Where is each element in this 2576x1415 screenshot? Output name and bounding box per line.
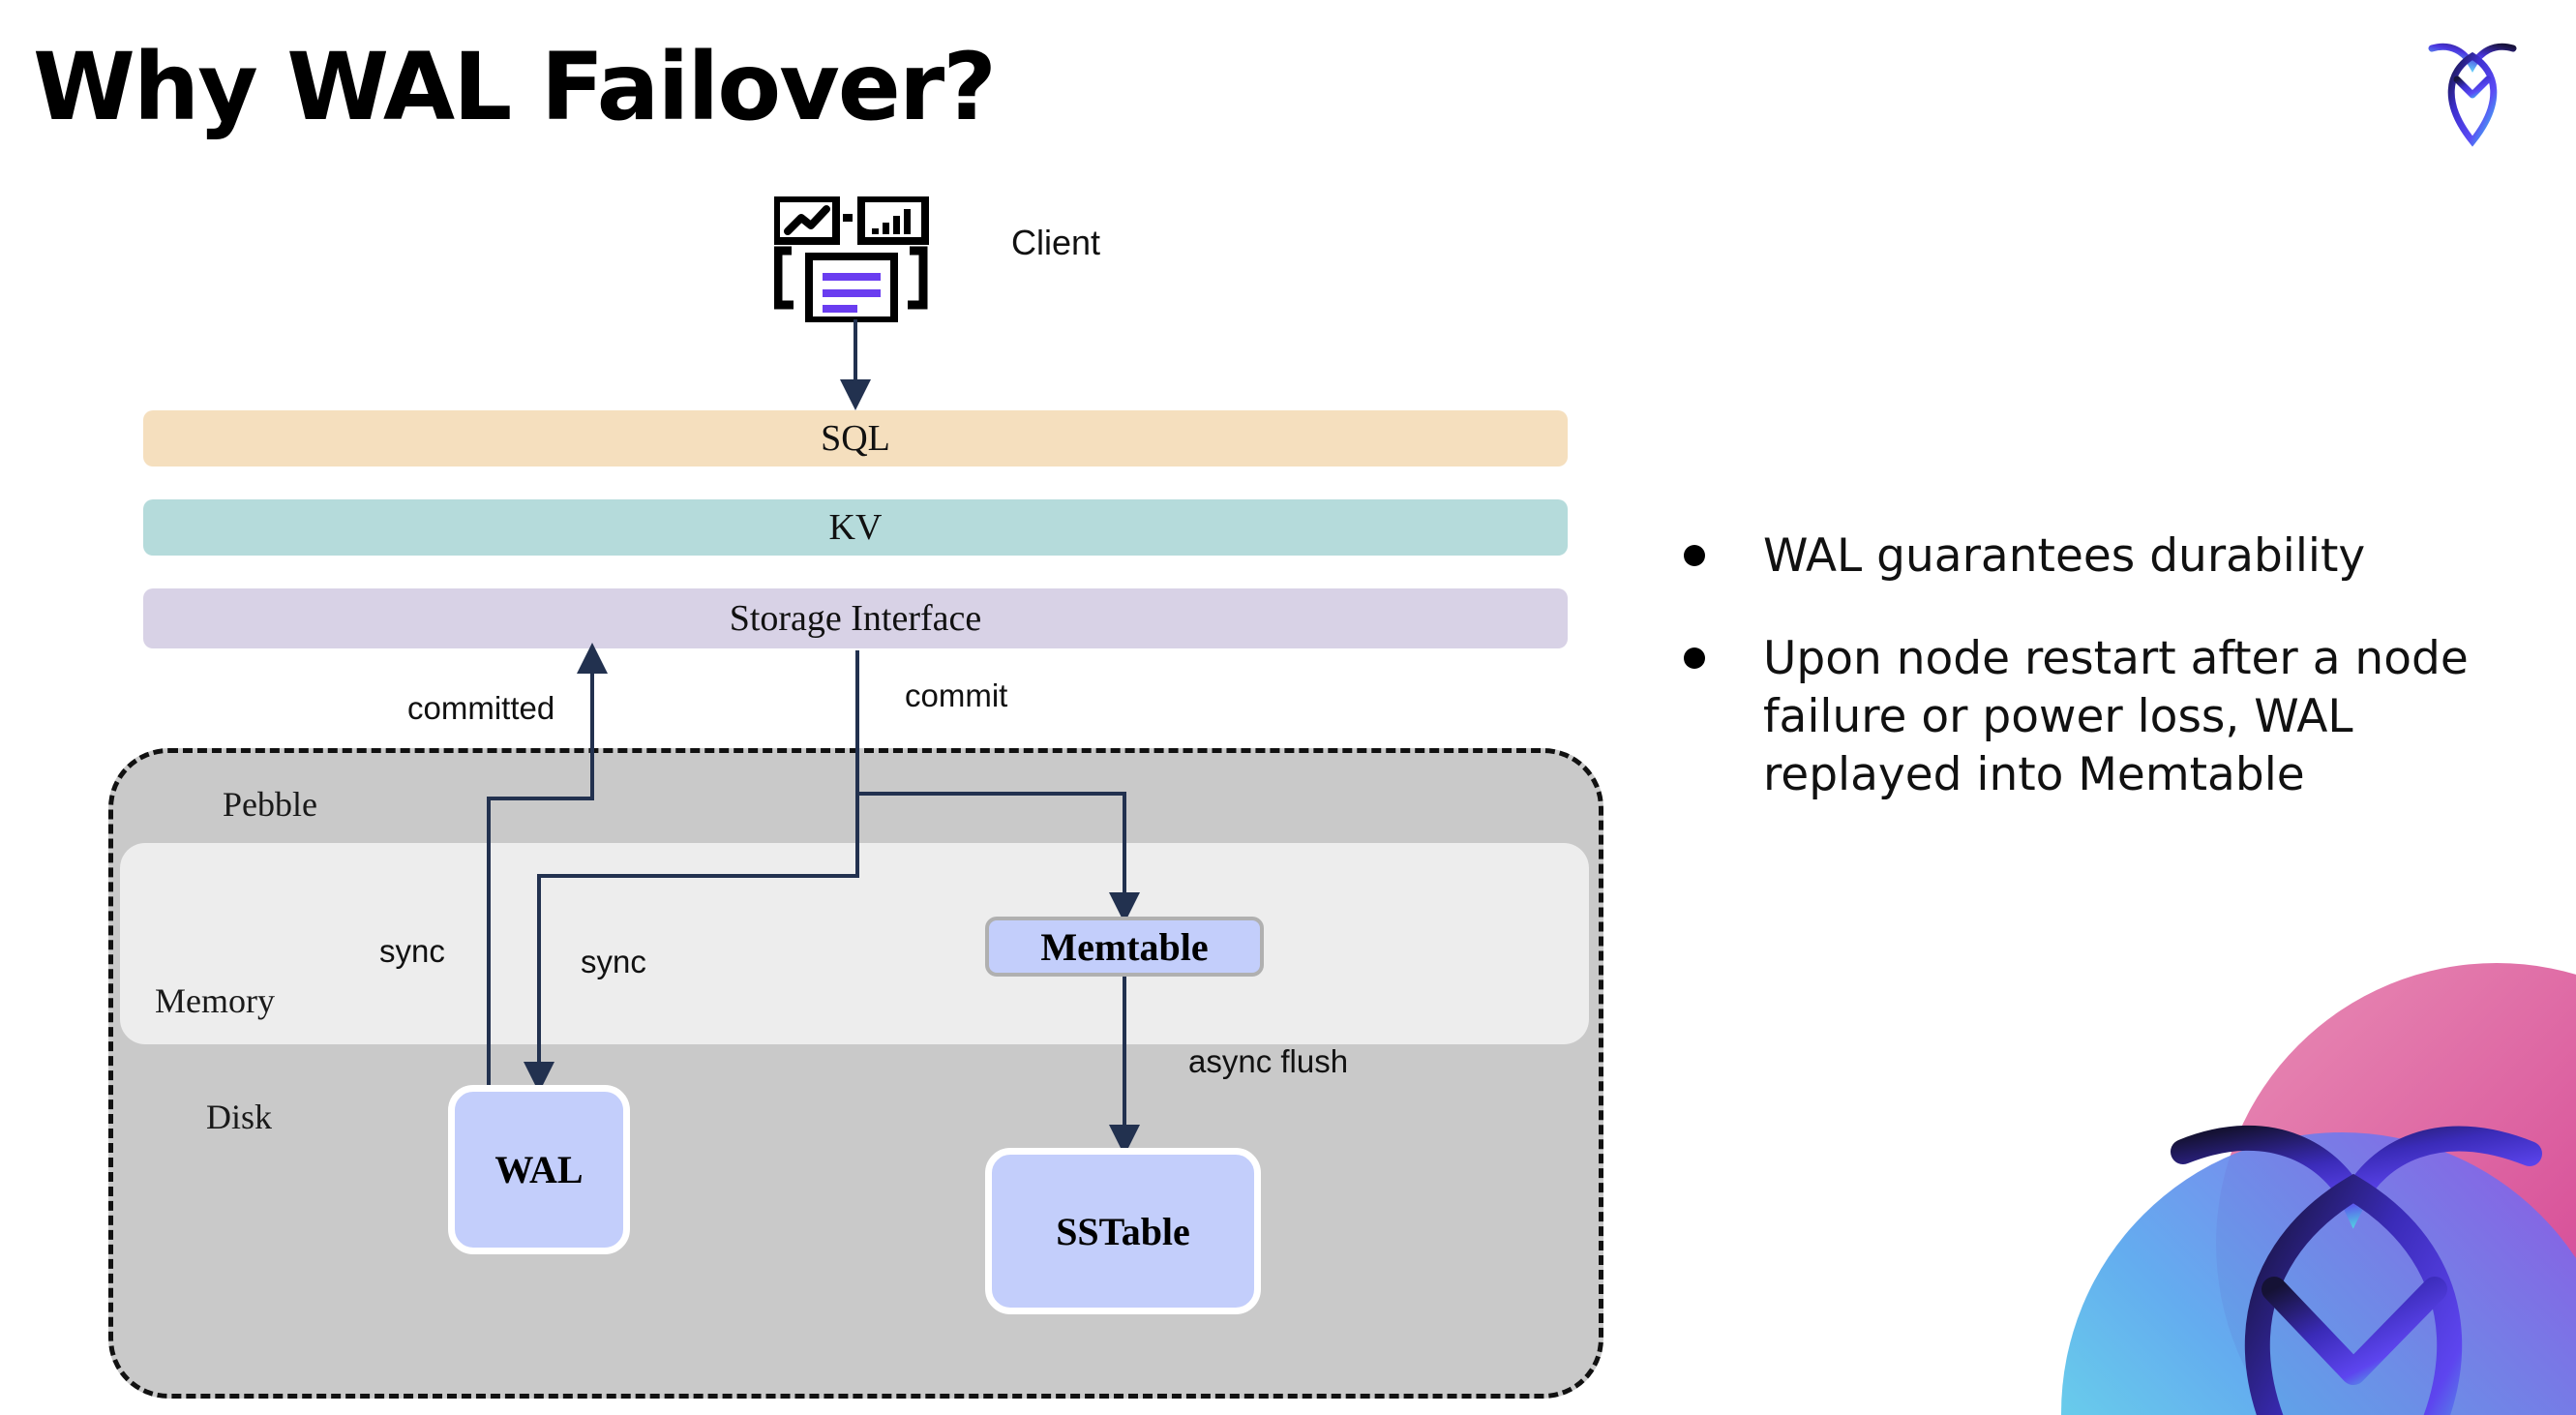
bullet-dot-icon <box>1684 647 1705 670</box>
pebble-label: Pebble <box>223 785 317 824</box>
edge-label-committed: committed <box>407 690 555 726</box>
cockroach-labs-logo <box>2414 27 2531 153</box>
page-title: Why WAL Failover? <box>33 33 997 141</box>
layer-bar-kv: KV <box>143 499 1568 556</box>
bullet-text: Upon node restart after a node failure o… <box>1763 632 2469 802</box>
memory-region <box>120 843 1589 1044</box>
node-label-memtable: Memtable <box>1040 924 1209 969</box>
layer-label-storage: Storage Interface <box>729 598 982 639</box>
disk-label: Disk <box>206 1098 273 1136</box>
layer-label-kv: KV <box>828 507 883 548</box>
layer-label-sql: SQL <box>821 418 890 459</box>
list-item: WAL guarantees durability <box>1684 527 2477 586</box>
client-label: Client <box>1011 223 1101 262</box>
edge-label-sync-right: sync <box>581 944 646 979</box>
client-analytics-icon <box>772 195 929 324</box>
bullet-text: WAL guarantees durability <box>1763 529 2366 583</box>
node-label-sstable: SSTable <box>1056 1209 1190 1253</box>
cockroach-labs-circles-decoration <box>1955 910 2576 1415</box>
list-item: Upon node restart after a node failure o… <box>1684 630 2477 804</box>
edge-label-async-flush: async flush <box>1188 1043 1349 1079</box>
edge-label-sync-left: sync <box>379 933 445 969</box>
node-sstable: SSTable <box>985 1148 1261 1314</box>
layer-bar-sql: SQL <box>143 410 1568 467</box>
architecture-diagram: Client Pebble Memory Disk SQL KV Storage… <box>108 195 1603 1399</box>
layer-bar-storage: Storage Interface <box>143 588 1568 648</box>
node-memtable: Memtable <box>985 917 1264 977</box>
memory-label: Memory <box>155 981 275 1020</box>
node-wal: WAL <box>448 1085 630 1254</box>
bullet-dot-icon <box>1684 545 1705 566</box>
bullet-list: WAL guarantees durability Upon node rest… <box>1684 527 2477 850</box>
edge-label-commit: commit <box>905 677 1008 713</box>
node-label-wal: WAL <box>494 1148 584 1191</box>
